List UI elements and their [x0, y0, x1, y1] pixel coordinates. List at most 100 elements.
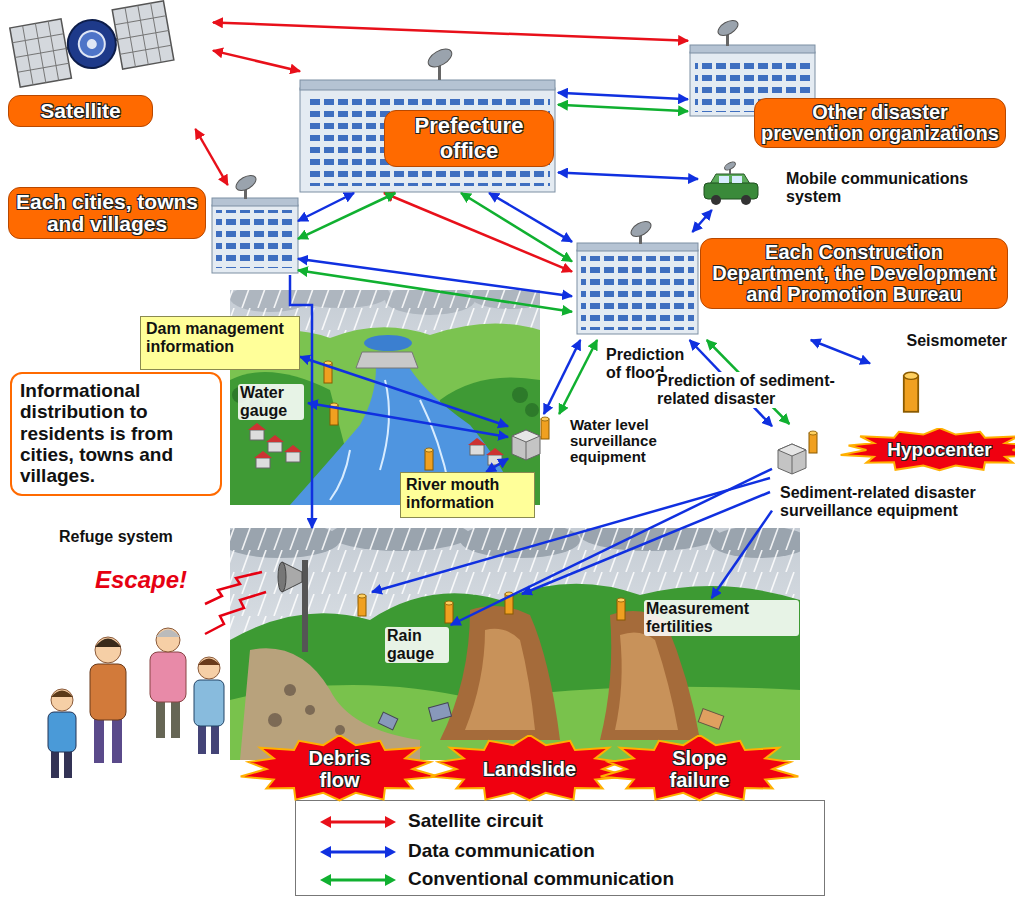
- equipment-icons-part: [512, 430, 540, 460]
- residents-figures-part: [48, 712, 76, 752]
- slope-scene-part: [305, 705, 315, 715]
- residents-figures: [48, 628, 224, 778]
- sound-waves: [205, 572, 266, 634]
- municipality-building: [212, 172, 298, 273]
- equipment-icons-part: [809, 431, 817, 453]
- municipality-building-part: [233, 172, 258, 193]
- measurement-facility-text: Measurement fertilities: [644, 600, 799, 636]
- refuge-speaker-part: [278, 562, 286, 592]
- hypocenter-burst-text: Hypocenter: [887, 439, 992, 460]
- satellite-icon-part: [77, 29, 107, 59]
- slope-scene-part: [378, 712, 398, 730]
- slope-scene-part: [429, 703, 452, 722]
- residents-figures-part: [211, 724, 219, 754]
- satellite-label: Satellite: [8, 5, 213, 129]
- rain-gauge-text: Rain gauge: [385, 627, 449, 663]
- sound-waves-part: [205, 572, 262, 604]
- legend-text: Data communication: [408, 840, 595, 861]
- flood-scene-part: [356, 352, 418, 368]
- sound-waves-part: [205, 592, 266, 634]
- satellite-icon-part: [112, 1, 174, 69]
- residents-figures-part: [156, 700, 165, 738]
- mobile-car-part: [711, 195, 721, 205]
- satellite-icon-part: [10, 19, 72, 87]
- satellite-circuit-arrow: [213, 22, 688, 40]
- river-mouth-box: River mouth information: [400, 472, 535, 518]
- data-communication-arrow: [811, 340, 870, 363]
- legend-arrowhead: [385, 846, 396, 858]
- data-communication-arrow: [486, 459, 508, 472]
- prefecture-building-part: [300, 80, 555, 90]
- equipment-icons-part: [526, 442, 527, 460]
- construction-building-part: [577, 250, 698, 334]
- prefecture-office-text: Prefecture office: [384, 110, 554, 167]
- mobile-car-part: [719, 176, 729, 183]
- municipality-office-text: Each cities, towns and villages: [8, 187, 206, 239]
- seismometer: Seismometer: [870, 332, 1010, 427]
- water-gauge: Water gauge: [236, 382, 308, 428]
- gauge-icons-part: [425, 448, 433, 470]
- equipment-icons-part: [512, 430, 540, 442]
- residents-figures-part: [51, 750, 59, 778]
- legend-arrowhead: [320, 816, 331, 828]
- slope-failure-burst: Slope failure: [598, 735, 801, 803]
- resident-info-note-text: Informational distribution to residents …: [20, 380, 212, 486]
- satellite-icon: [10, 1, 174, 87]
- mobile-car-part: [741, 195, 751, 205]
- water-level-equipment-text: Water level surveillance equipment: [570, 417, 690, 465]
- municipality-office: Each cities, towns and villages: [8, 185, 298, 275]
- prefecture-building-part: [300, 88, 555, 192]
- refuge-speaker: [278, 560, 308, 652]
- residents-figures-part: [194, 680, 224, 726]
- gauge-icons-part: [904, 372, 918, 412]
- legend-line: [328, 821, 388, 824]
- equipment-icons-part: [778, 444, 806, 456]
- sediment-prediction-label: Prediction of sediment-related disaster: [655, 372, 870, 408]
- dam-info-box-text: Dam management information: [146, 320, 294, 356]
- mobile-car-part: [732, 176, 742, 183]
- prefecture-office: Prefecture office: [300, 38, 558, 193]
- escape-callout: Escape!: [95, 567, 205, 594]
- mobile-unit-text: Mobile communications system: [786, 170, 1006, 206]
- residents-figures-part: [51, 689, 73, 711]
- refuge-system-text: Refuge system: [59, 528, 229, 546]
- construction-department-text: Each Construction Department, the Develo…: [700, 238, 1008, 309]
- satellite-icon-part: [112, 1, 174, 69]
- flood-scene-part: [512, 387, 528, 403]
- residents-figures-part: [95, 637, 121, 663]
- data-communication-arrow: [558, 173, 698, 179]
- flood-scene-part-part: [266, 435, 284, 442]
- equipment-icons-part: [778, 444, 806, 474]
- residents-figures-part: [198, 724, 206, 754]
- satellite-label-text: Satellite: [8, 95, 153, 127]
- seismometer-text: Seismometer: [892, 332, 1007, 350]
- mobile-car-part: [704, 183, 758, 199]
- river-mouth-box-text: River mouth information: [406, 476, 529, 512]
- flood-scene-part-part: [286, 452, 300, 462]
- organization-building-part: [715, 17, 740, 38]
- gauge-icons-part: [445, 601, 453, 623]
- organization-building-part: [690, 45, 815, 53]
- burst-outline: [841, 428, 1015, 470]
- gauge-icons-part: [358, 594, 366, 616]
- construction-building-part: [628, 218, 653, 239]
- residents-figures-part: [112, 718, 122, 763]
- water-gauge-text: Water gauge: [238, 384, 304, 420]
- flood-scene-part-part: [284, 445, 302, 452]
- residents-figures-part: [171, 700, 180, 738]
- legend-sample: [318, 872, 398, 888]
- residents-figures-part: [150, 652, 186, 702]
- residents-figures-part: [95, 639, 121, 648]
- legend-sample: [318, 844, 398, 860]
- rain-gauge: Rain gauge: [383, 625, 453, 669]
- flood-scene-part-part: [254, 451, 272, 458]
- flood-scene-part-part: [486, 448, 504, 455]
- flood-scene-part-part: [248, 423, 266, 430]
- data-communication-arrow: [712, 511, 772, 598]
- burst-outline: [601, 735, 799, 800]
- residents-figures-part: [198, 659, 220, 666]
- residents-figures-part: [156, 628, 180, 652]
- residents-figures-part: [51, 691, 73, 698]
- mobile-car-part: [723, 160, 736, 171]
